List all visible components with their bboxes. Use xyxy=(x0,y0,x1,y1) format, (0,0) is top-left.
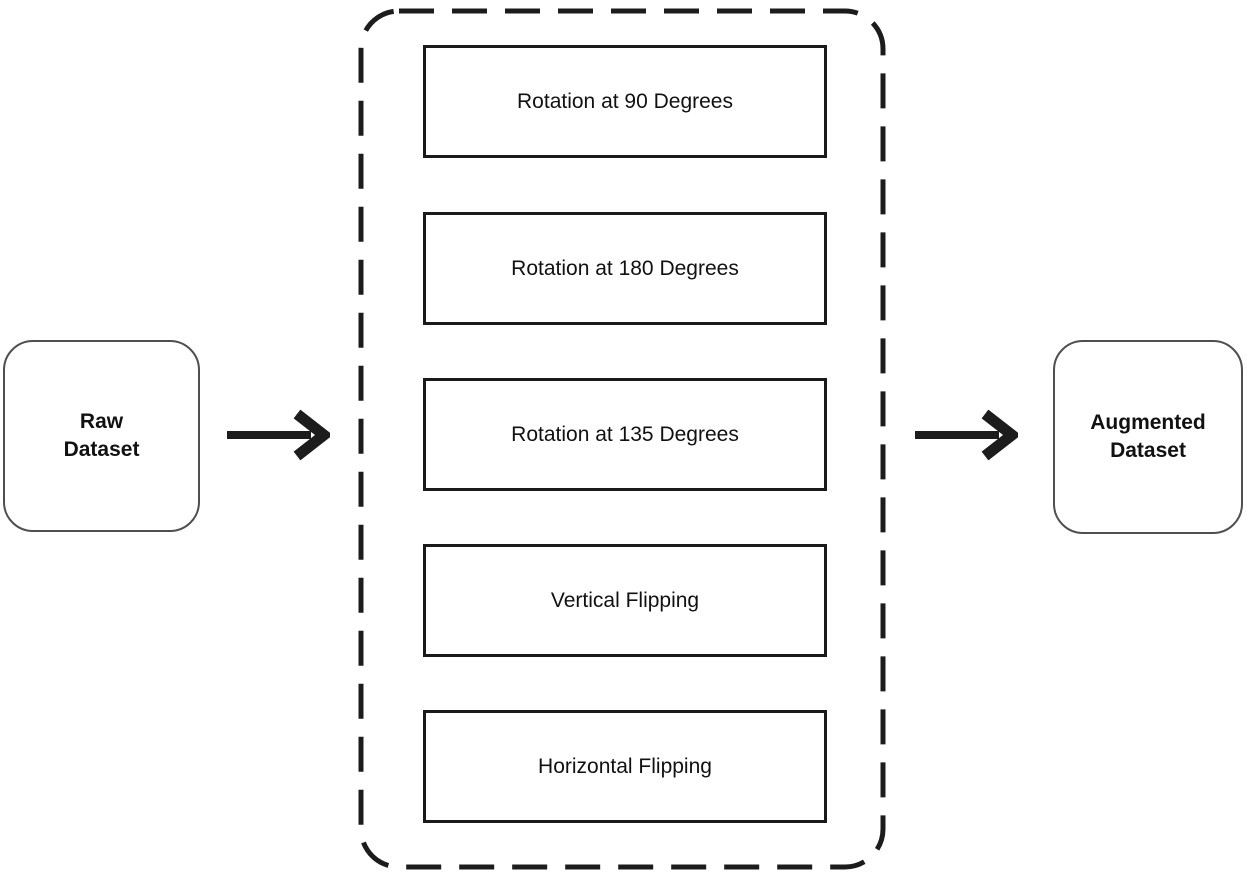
operation-label: Rotation at 135 Degrees xyxy=(511,422,739,446)
operation-box-rotation-180: Rotation at 180 Degrees xyxy=(423,212,827,325)
operation-box-vertical-flipping: Vertical Flipping xyxy=(423,544,827,657)
augmented-dataset-node: Augmented Dataset xyxy=(1053,340,1243,534)
operation-box-rotation-135: Rotation at 135 Degrees xyxy=(423,378,827,491)
operation-label: Vertical Flipping xyxy=(550,588,700,612)
raw-dataset-node: Raw Dataset xyxy=(3,340,200,532)
dashed-border xyxy=(358,8,886,870)
arrow-right-icon xyxy=(227,409,330,461)
operation-box-horizontal-flipping: Horizontal Flipping xyxy=(423,710,827,823)
arrow-right-icon xyxy=(915,409,1018,461)
augmented-dataset-label: Augmented Dataset xyxy=(1090,410,1206,462)
operation-box-rotation-90: Rotation at 90 Degrees xyxy=(423,45,827,158)
raw-dataset-label: Raw Dataset xyxy=(63,409,140,461)
operation-label: Horizontal Flipping xyxy=(538,754,712,778)
operation-label: Rotation at 90 Degrees xyxy=(517,89,733,113)
operation-label: Rotation at 180 Degrees xyxy=(511,256,739,280)
augmentation-container: Rotation at 90 Degrees Rotation at 180 D… xyxy=(358,8,886,870)
